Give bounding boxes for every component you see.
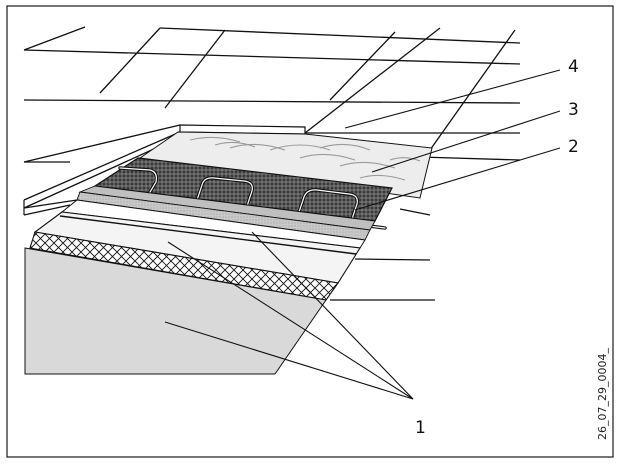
callout-2: 2 [568,137,579,157]
leader-4 [344,69,561,129]
tile-adhesive-layer [138,131,433,199]
leader-1a [251,231,414,400]
layer-front-edges [23,199,78,215]
leader-2 [354,147,561,211]
floor-tile-grid [23,26,521,301]
callout-1: 1 [415,418,426,438]
callout-3: 3 [568,100,579,120]
leader-1c [164,321,414,400]
concrete-slab [24,247,327,375]
leader-1b [167,241,414,400]
leader-3 [371,110,561,173]
callout-leader-lines [164,69,561,400]
callout-4: 4 [568,57,579,77]
figure-reference-code: 26_07_29_0004_ [596,348,609,440]
insulation-edge-line [59,215,357,255]
figure-frame [6,5,614,458]
